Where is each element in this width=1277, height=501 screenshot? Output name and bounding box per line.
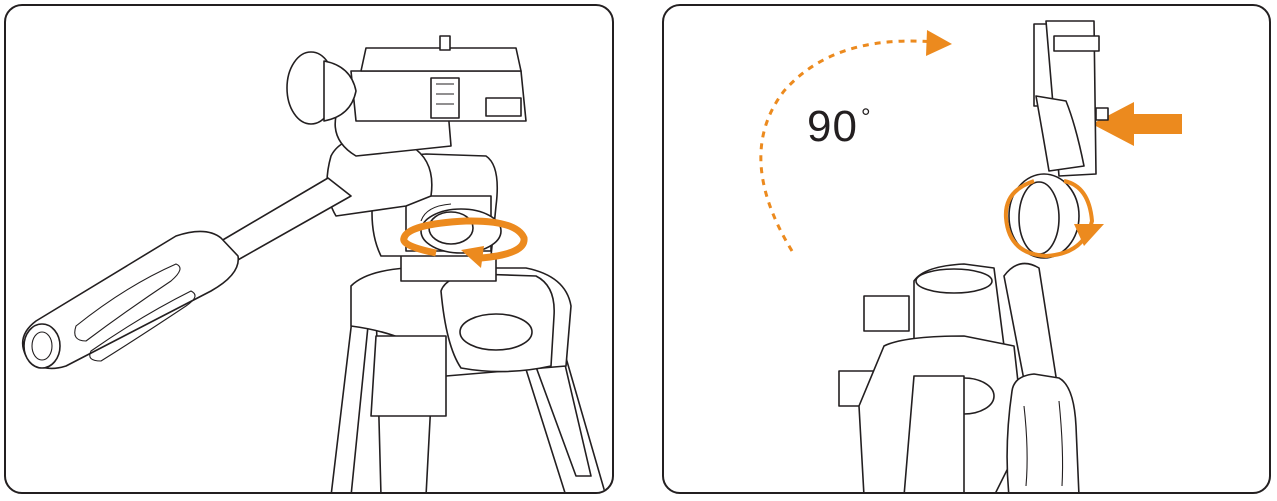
dashed-curved-arrow-icon: [759, 30, 952, 252]
rotation-angle-label: 90: [807, 102, 858, 151]
tilted-head-illustration: [759, 20, 1182, 492]
right-illustration-panel: 90 °: [662, 4, 1271, 494]
tripod-head-illustration: [21, 35, 606, 492]
panning-handle: [21, 177, 352, 370]
circular-rotate-arrow-icon: [400, 217, 528, 268]
left-illustration-panel: [4, 4, 614, 494]
tilt-side-knob: [286, 51, 357, 125]
tilted-plate: [1033, 20, 1109, 177]
degree-symbol: °: [861, 104, 871, 131]
panning-handle: [1003, 262, 1080, 492]
pan-base: [838, 263, 1025, 492]
tilt-knob: [1008, 173, 1080, 259]
left-arrow-icon: [1092, 102, 1182, 146]
circular-rotate-arrow-icon: [1003, 179, 1104, 259]
